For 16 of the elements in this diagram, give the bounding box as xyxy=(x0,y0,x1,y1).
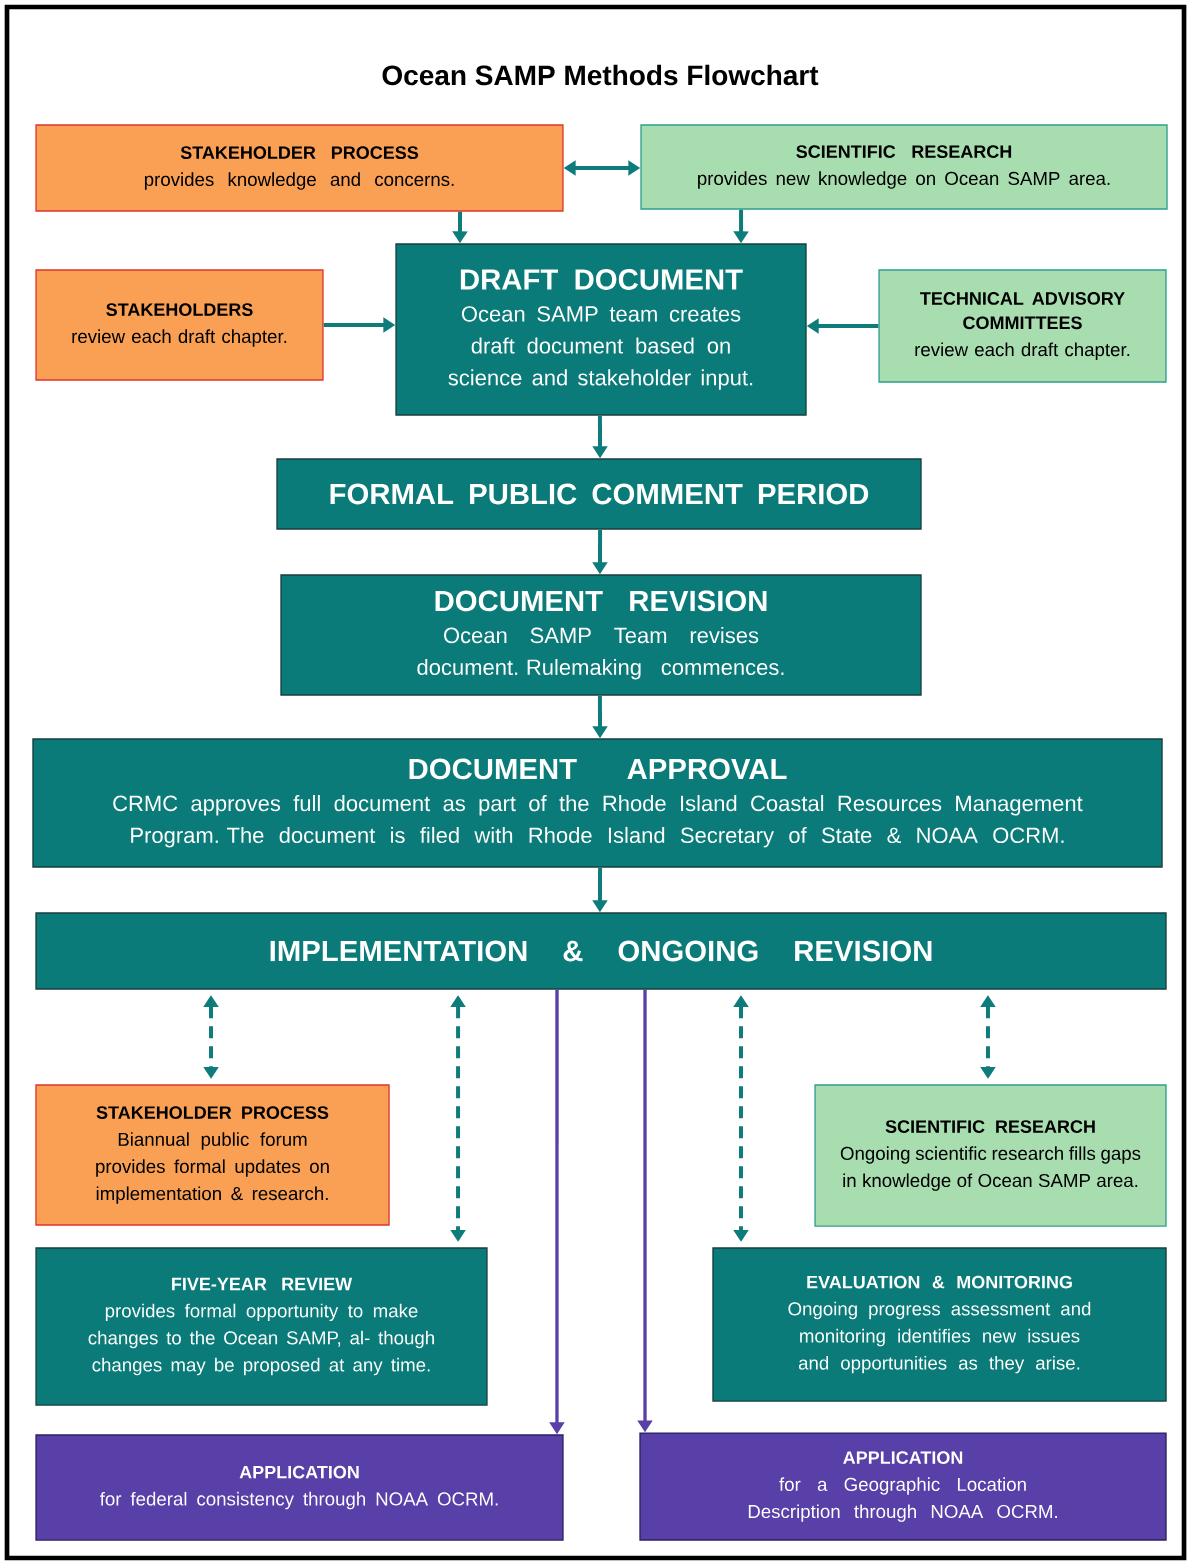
process-box: TECHNICAL ADVISORY COMMITTEES review each draft chapter. xyxy=(878,269,1167,383)
process-box: APPLICATION for a Geographic Location Description through NOAA OCRM. xyxy=(639,1432,1167,1541)
title: Ocean SAMP Methods Flowchart xyxy=(382,64,819,86)
process-box: APPLICATION for federal consistency through NOAA OCRM. xyxy=(35,1434,564,1541)
process-box: FORMAL PUBLIC COMMENT PERIOD xyxy=(276,458,922,530)
process-box: STAKEHOLDER PROCESS Biannual public forum provides formal updates on implementation & research. xyxy=(35,1084,390,1226)
process-box: IMPLEMENTATION & ONGOING REVISION xyxy=(35,912,1167,990)
process-box: STAKEHOLDERS review each draft chapter. xyxy=(35,269,324,381)
process-box: SCIENTIFIC RESEARCH provides new knowledge on Ocean SAMP area. xyxy=(640,124,1168,210)
process-box: EVALUATION & MONITORING Ongoing progress assessment and monitoring identifies new issues and opportunities as they arise. xyxy=(712,1247,1167,1402)
process-box: DRAFT DOCUMENT Ocean SAMP team creates draft document based on science and stakeholder input. xyxy=(395,243,807,416)
process-box: STAKEHOLDER PROCESS provides knowledge and concerns. xyxy=(35,124,564,212)
process-box: SCIENTIFIC RESEARCH Ongoing scientific research fills gaps in knowledge of Ocean SAMP area. xyxy=(814,1084,1167,1227)
process-box: DOCUMENT REVISION Ocean SAMP Team revises document. Rulemaking commences. xyxy=(280,574,922,696)
process-box: FIVE-YEAR REVIEW provides formal opportunity to make changes to the Ocean SAMP, al- though changes may be proposed at any time. xyxy=(35,1247,488,1406)
process-box: DOCUMENT APPROVAL CRMC approves full document as part of the Rhode Island Coastal Resources Management Program. The document is filed with Rhode Island Secretary of State & NOAA OCRM. xyxy=(32,738,1163,868)
